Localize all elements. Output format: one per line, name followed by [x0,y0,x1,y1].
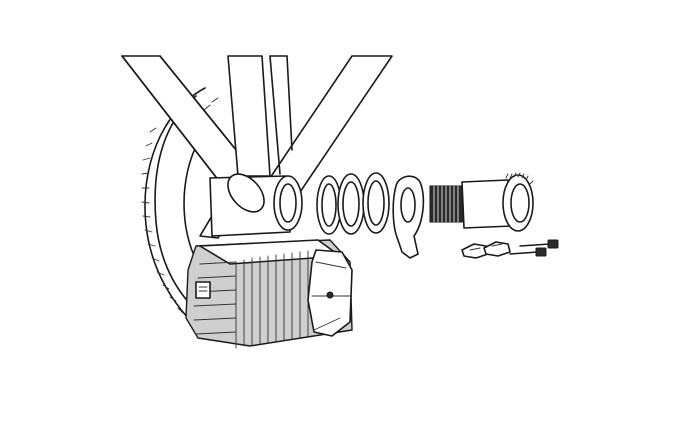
mounting-bolts [509,239,559,257]
mounting-bolt [519,239,559,249]
bottom-bracket-cup [429,172,534,232]
bicycle-frame [121,55,393,239]
cooling-fins [193,250,309,349]
spacer-ring [362,172,390,234]
mounting-clips [461,241,511,259]
mounting-bracket-plate [392,175,425,259]
mounting-bolt [509,247,547,257]
bottom-bracket-shell [209,173,303,237]
spacer-ring [337,173,365,235]
spacer-rings [316,172,390,235]
motor-unit [185,239,353,349]
